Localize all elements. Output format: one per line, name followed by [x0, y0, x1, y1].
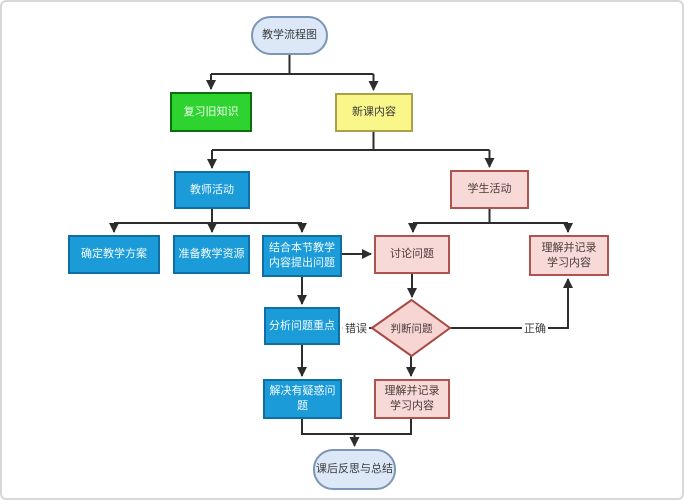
edge-label-wrong: 错误: [343, 320, 369, 336]
decision-diamond-shape: [370, 298, 452, 358]
node-understand-record-top: 理解并记录 学习内容: [529, 235, 609, 276]
edge-merge-bottom: [301, 419, 412, 435]
node-label: 分析问题重点: [269, 318, 335, 332]
node-solve-doubtful-questions: 解决有疑惑问题: [263, 379, 342, 419]
node-judge-question: 判断问题: [381, 318, 442, 338]
node-label: 确定教学方案: [81, 247, 147, 261]
node-discuss-questions: 讨论问题: [374, 235, 450, 274]
node-end: 课后反思与总结: [313, 449, 396, 490]
node-label: 教学流程图: [262, 28, 317, 42]
node-analyze-key-points: 分析问题重点: [264, 307, 340, 345]
node-determine-teaching-plan: 确定教学方案: [68, 235, 160, 274]
node-label: 解决有疑惑问题: [269, 384, 336, 412]
node-label: 判断问题: [390, 322, 433, 335]
edge-judge-right: [450, 278, 573, 329]
node-label: 课后反思与总结: [316, 462, 393, 476]
node-label: 理解并记录 学习内容: [384, 384, 440, 412]
edge-teacher-split: [114, 209, 302, 224]
node-label: 学生活动: [467, 182, 512, 196]
node-raise-questions: 结合本节教学 内容提出问题: [262, 235, 342, 277]
node-start: 教学流程图: [251, 16, 328, 55]
node-review-old-knowledge: 复习旧知识: [170, 92, 252, 132]
node-label: 新课内容: [352, 105, 396, 119]
edge-start-split: [211, 55, 374, 75]
node-understand-record-bottom: 理解并记录 学习内容: [374, 379, 450, 419]
node-label: 结合本节教学 内容提出问题: [269, 241, 335, 269]
edge-newlesson-split: [212, 132, 490, 151]
node-label: 准备教学资源: [178, 247, 245, 261]
node-label: 复习旧知识: [183, 104, 239, 118]
node-new-lesson-content: 新课内容: [335, 93, 413, 132]
edge-student-split: [413, 209, 568, 224]
node-label: 教师活动: [190, 182, 234, 196]
node-teacher-activity: 教师活动: [174, 171, 250, 209]
node-prepare-teaching-resources: 准备教学资源: [173, 235, 250, 274]
node-label: 理解并记录 学习内容: [541, 240, 597, 269]
edge-label-right: 正确: [522, 320, 548, 336]
node-student-activity: 学生活动: [450, 170, 529, 209]
node-label: 讨论问题: [390, 247, 434, 261]
